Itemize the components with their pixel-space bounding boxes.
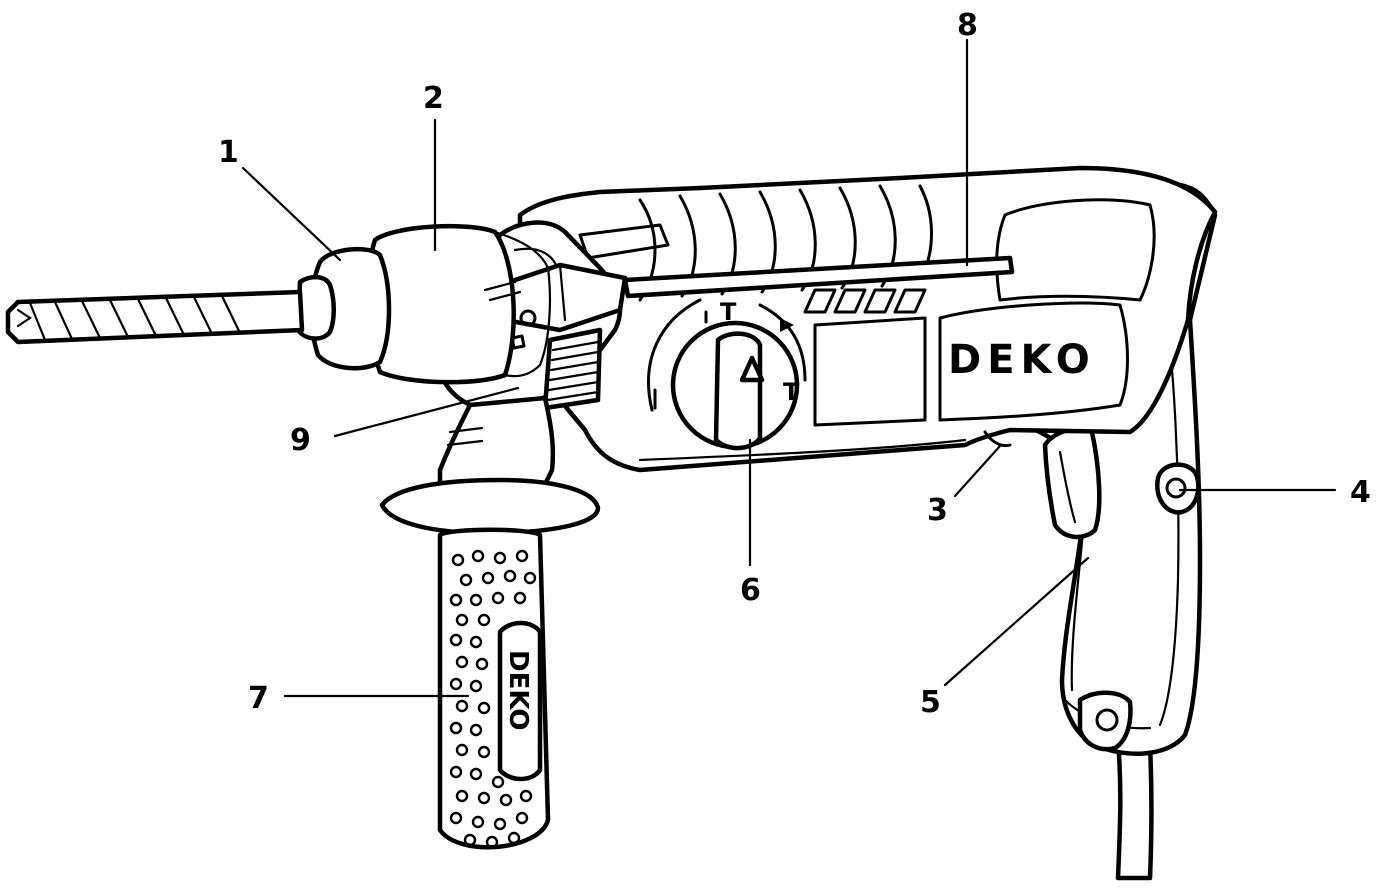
dial-arrow-icon <box>780 318 794 332</box>
leader-lines <box>241 38 1337 698</box>
mode-selector: T T <box>647 298 807 451</box>
motor-housing <box>517 165 1218 473</box>
leader-line-5 <box>943 556 1090 687</box>
chuck-tip <box>295 246 392 371</box>
callout-3: 3 <box>927 493 948 528</box>
callout-labels: 1 2 3 4 5 6 7 8 9 <box>218 8 1371 720</box>
grip-texture <box>449 549 537 849</box>
dial-mark-chisel: T <box>783 378 800 406</box>
handle-base <box>1077 690 1133 752</box>
callout-8: 8 <box>957 8 978 43</box>
callout-9: 9 <box>290 423 311 458</box>
callout-5: 5 <box>920 685 941 720</box>
dial-mark-hammer-drill: T <box>720 298 737 326</box>
auxiliary-handle: DEKO <box>379 395 601 850</box>
depth-stop-rail <box>622 255 1015 299</box>
power-cord <box>1115 737 1154 881</box>
handle-brand-logo: DEKO <box>503 650 533 730</box>
callout-4: 4 <box>1350 475 1371 510</box>
callout-7: 7 <box>248 681 269 716</box>
leader-line-3 <box>953 444 1002 498</box>
lock-on-button <box>1155 462 1201 515</box>
callout-6: 6 <box>740 573 761 608</box>
body-brand-logo: DEKO <box>948 337 1096 383</box>
drill-bit <box>5 289 305 345</box>
leader-line-9 <box>333 386 520 438</box>
trigger-switch <box>1042 426 1102 540</box>
callout-2: 2 <box>423 81 444 116</box>
callout-1: 1 <box>218 135 239 170</box>
leader-line-1 <box>241 166 342 262</box>
